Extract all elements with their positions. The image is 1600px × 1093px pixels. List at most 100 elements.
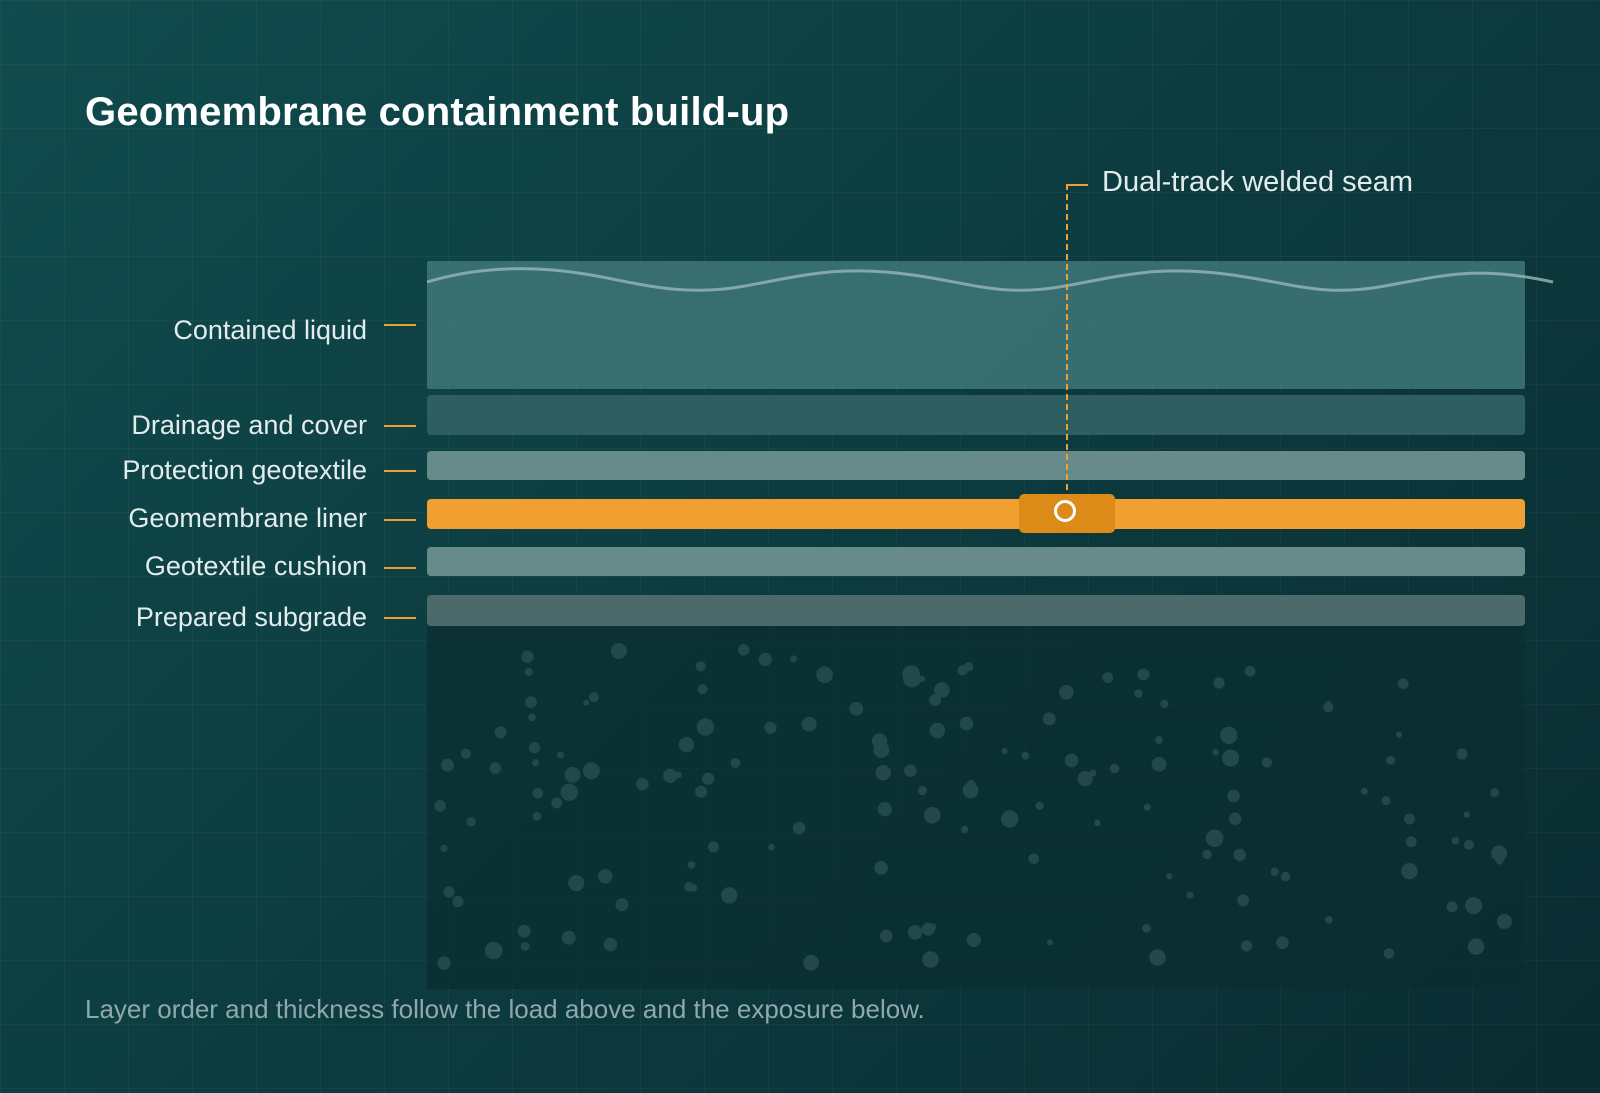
soil-pebble (1142, 923, 1151, 933)
soil-pebble (1229, 812, 1242, 825)
tick-prepared-subgrade (384, 617, 416, 619)
soil-pebble (966, 932, 981, 948)
soil-pebble (1137, 668, 1150, 681)
soil-pebble (583, 699, 590, 706)
soil-pebble (1227, 789, 1240, 803)
tick-geotextile-cushion (384, 567, 416, 569)
soil-pebble (730, 758, 741, 768)
soil-pebble (1166, 873, 1173, 880)
soil-pebble (1109, 763, 1120, 774)
soil-pebble (1451, 836, 1460, 845)
soil-pebble (721, 887, 738, 904)
soil-pebble (697, 684, 708, 695)
soil-pebble (1490, 788, 1499, 797)
soil-pebble (792, 821, 806, 835)
band-geotextile-cushion (427, 547, 1525, 576)
label-prepared-subgrade: Prepared subgrade (135, 602, 367, 632)
soil-pebble (1154, 735, 1163, 744)
soil-pebble (1325, 915, 1333, 924)
soil-pebble (557, 751, 565, 759)
soil-pebble (1202, 849, 1212, 860)
band-contained-liquid (427, 261, 1525, 389)
soil-pebble (1094, 819, 1101, 827)
label-geotextile-cushion: Geotextile cushion (144, 551, 367, 581)
soil-pebble (1089, 769, 1097, 777)
soil-pebble (1143, 803, 1151, 811)
soil-pebble (768, 843, 775, 851)
soil-pebble (696, 718, 715, 736)
soil-pebble (764, 721, 777, 734)
soil-pebble (452, 896, 464, 908)
soil-pebble (437, 956, 451, 970)
soil-pebble (929, 694, 941, 706)
soil-pebble (904, 764, 917, 777)
band-drainage-and-cover (427, 395, 1525, 435)
tick-drainage-and-cover (384, 425, 416, 427)
soil-pebble (564, 766, 581, 783)
soil-pebble (707, 841, 720, 853)
soil-pebble (1397, 678, 1409, 689)
soil-pebble (902, 665, 920, 683)
soil-pebble (1446, 901, 1458, 913)
soil-pebble (603, 937, 618, 952)
soil-pebble (610, 643, 627, 659)
soil-pebbles (434, 643, 1512, 971)
soil-pebble (1233, 848, 1246, 862)
soil-pebble (1001, 747, 1008, 754)
soil-pebble (1021, 751, 1030, 760)
soil-pebble (1465, 897, 1483, 915)
soil-pebble (532, 787, 544, 799)
soil-pebble (1261, 757, 1272, 768)
soil-pebble (636, 777, 649, 791)
soil-pebble (489, 762, 502, 774)
soil-pebble (965, 785, 978, 799)
soil-pebble (1237, 894, 1250, 907)
soil-pebble (1001, 810, 1019, 828)
ground-fill (427, 626, 1525, 989)
soil-pebble (568, 875, 585, 892)
tick-protection-geotextile (384, 470, 416, 472)
seam-leader-line (1066, 184, 1068, 490)
soil-pebble (929, 722, 946, 739)
soil-pebble (582, 762, 600, 780)
soil-pebble (1059, 684, 1074, 700)
liquid-surface-wave (426, 267, 1554, 292)
soil-pebble (929, 923, 937, 931)
soil-pebble (1404, 813, 1415, 825)
label-protection-geotextile: Protection geotextile (122, 455, 367, 485)
footnote: Layer order and thickness follow the loa… (85, 994, 925, 1024)
soil-pebble (434, 800, 446, 812)
soil-pebble (1042, 712, 1056, 726)
soil-pebble (907, 925, 923, 940)
soil-pebble (684, 882, 694, 892)
soil-pebble (1386, 755, 1395, 765)
soil-pebble (1496, 914, 1512, 929)
soil-pebble (1405, 836, 1417, 848)
soil-pebble (520, 942, 530, 951)
soil-pebble (663, 768, 678, 784)
soil-pebble (1464, 839, 1474, 850)
soil-pebble (695, 661, 706, 672)
soil-pebble (957, 665, 968, 676)
soil-pebble (934, 682, 950, 698)
soil-pebble (1323, 702, 1334, 713)
soil-pebble (598, 869, 613, 884)
soil-pebble (532, 759, 540, 767)
soil-pebble (1467, 938, 1485, 955)
soil-pebble (1149, 949, 1166, 966)
soil-pebble (675, 771, 682, 778)
soil-pebble (1028, 853, 1040, 864)
soil-pebble (1220, 726, 1238, 744)
soil-pebble (875, 765, 891, 781)
soil-pebble (441, 758, 454, 772)
soil-pebble (494, 726, 507, 739)
soil-pebble (738, 644, 750, 656)
band-prepared-subgrade (427, 595, 1525, 626)
soil-pebble (517, 924, 531, 938)
soil-pebble (1077, 771, 1093, 787)
soil-pebble (849, 701, 864, 716)
soil-pebble (874, 861, 888, 875)
soil-pebble (922, 951, 939, 968)
soil-pebble (1046, 939, 1054, 946)
